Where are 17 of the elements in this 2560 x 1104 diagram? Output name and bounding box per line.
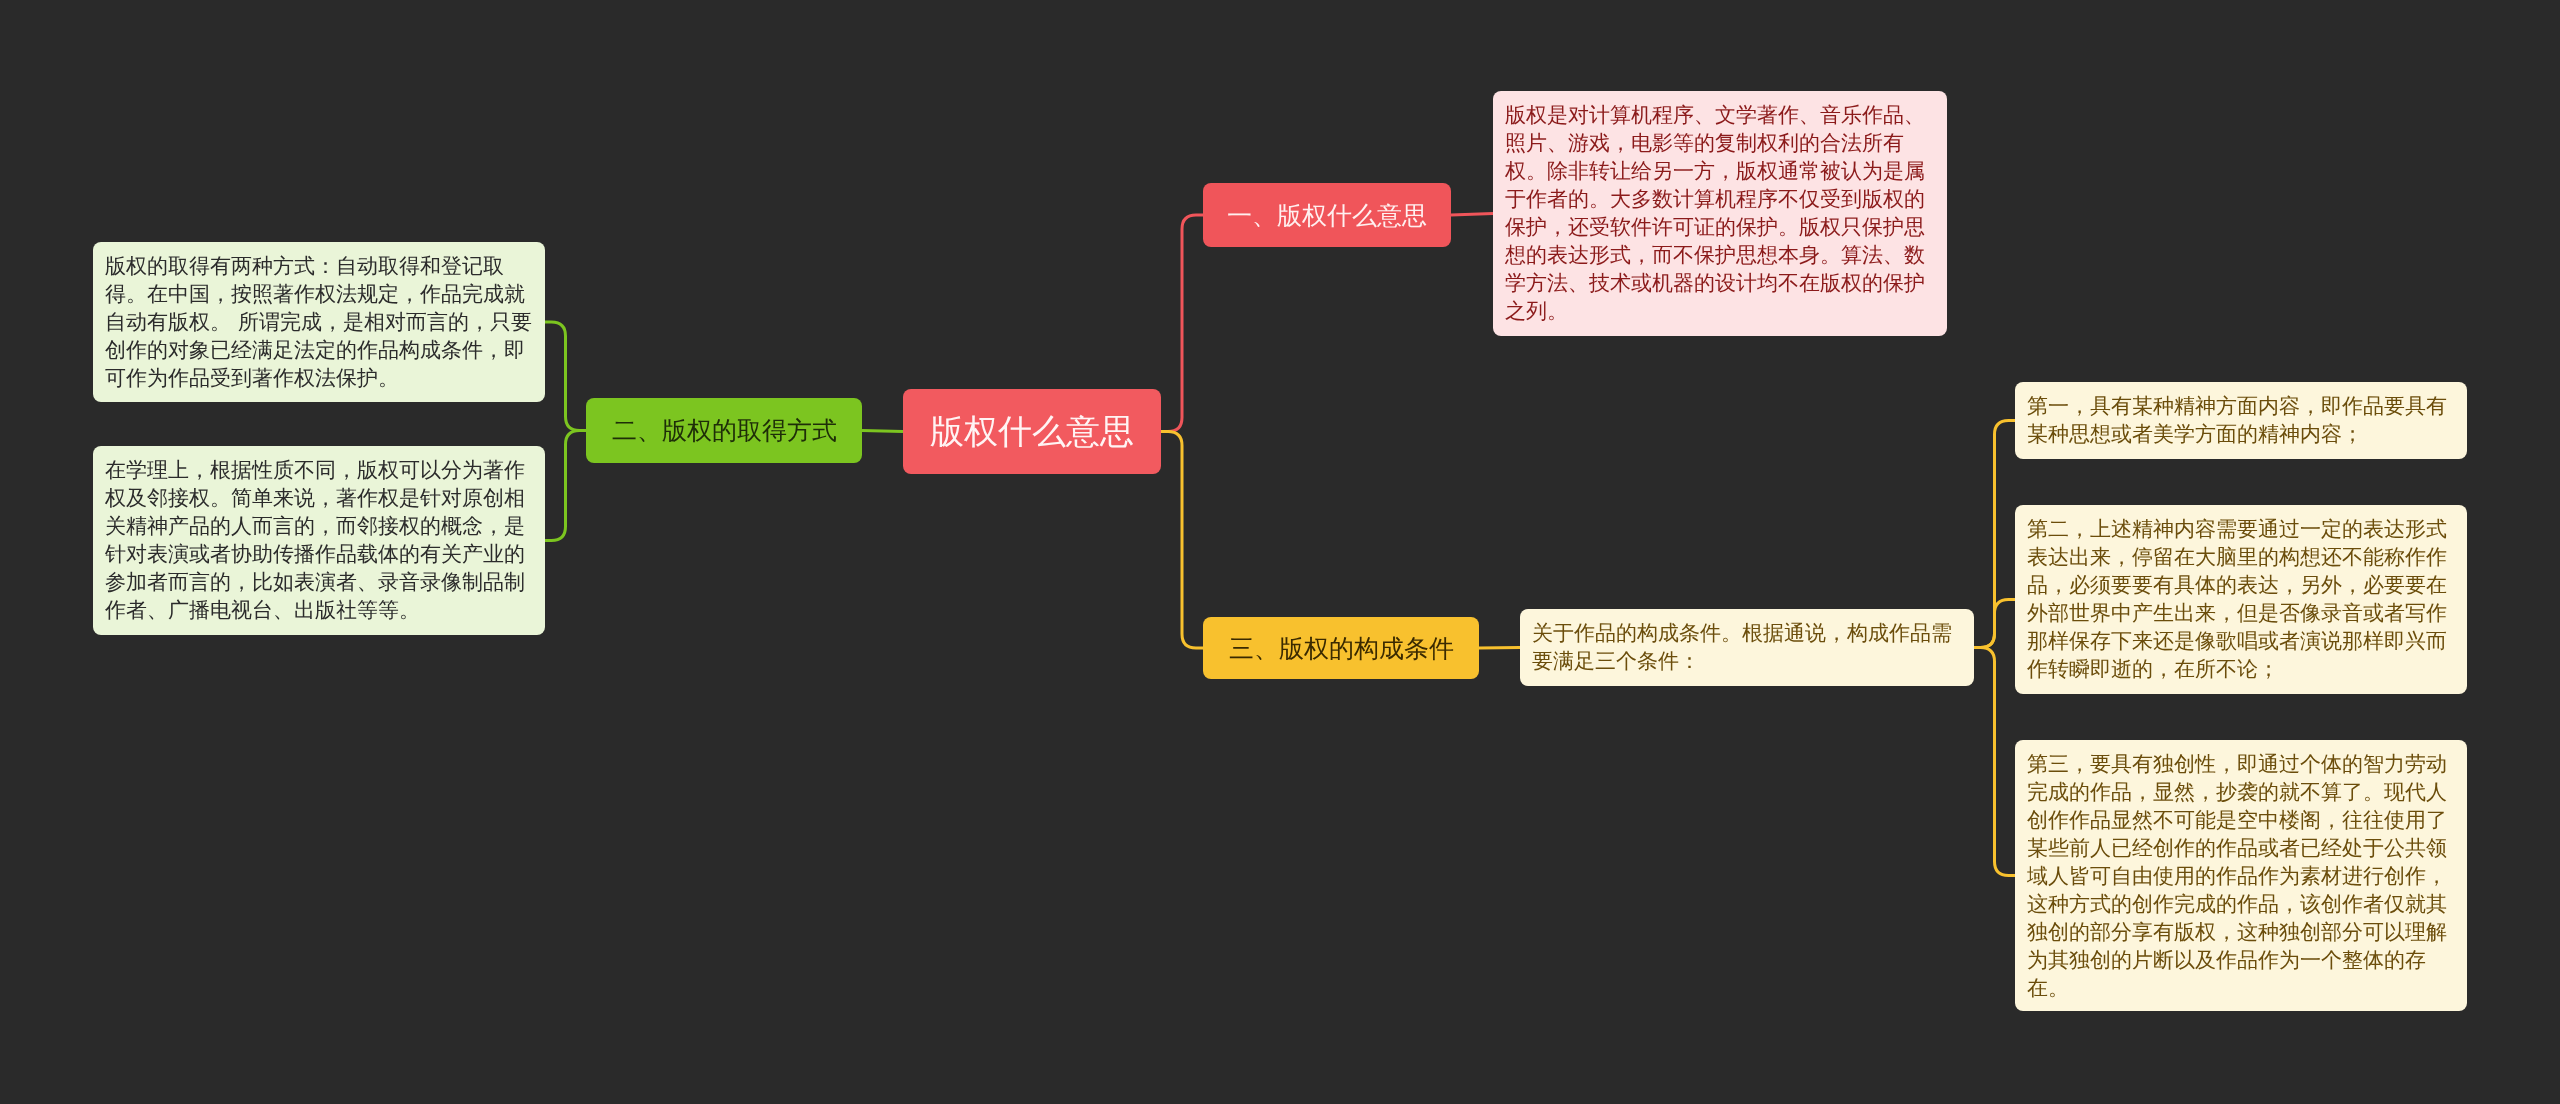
text-box: 第一，具有某种精神方面内容，即作品要具有某种思想或者美学方面的精神内容； bbox=[2015, 382, 2467, 459]
connector-line bbox=[545, 429, 586, 542]
branch-topic: 三、版权的构成条件 bbox=[1203, 617, 1479, 679]
connector-line bbox=[1161, 430, 1203, 650]
text-box: 关于作品的构成条件。根据通说，构成作品需要满足三个条件： bbox=[1520, 609, 1974, 686]
text-box: 版权是对计算机程序、文学著作、音乐作品、照片、游戏，电影等的复制权利的合法所有权。除非转让给另一方，版权通常被认为是属于作者的。大多数计算机程序不仅受到版权的保护，还受软件许可证的保护。版权只保护思想的表达形式，而不保护思想本身。算法、数学方法、技术或机器的设计均不在版权的保护之列。 bbox=[1493, 91, 1947, 336]
branch-topic: 一、版权什么意思 bbox=[1203, 183, 1451, 247]
branch-topic: 二、版权的取得方式 bbox=[586, 398, 862, 463]
central-topic: 版权什么意思 bbox=[903, 389, 1161, 474]
text-box: 版权的取得有两种方式：自动取得和登记取得。在中国，按照著作权法规定，作品完成就自动有版权。 所谓完成，是相对而言的，只要创作的对象已经满足法定的作品构成条件，即可作为作品受到著作权法保护。 bbox=[93, 242, 545, 402]
connector-line bbox=[1478, 646, 1521, 650]
connector-line bbox=[1974, 646, 2015, 877]
text-box: 在学理上，根据性质不同，版权可以分为著作权及邻接权。简单来说，著作权是针对原创相关精神产品的人而言的，而邻接权的概念，是针对表演或者协助传播作品载体的有关产业的参加者而言的，比如表演者、录音录像制品制作者、广播电视台、出版社等等。 bbox=[93, 446, 545, 635]
text-box: 第三，要具有独创性，即通过个体的智力劳动完成的作品，显然，抄袭的就不算了。现代人创作作品显然不可能是空中楼阁，往往使用了某些前人已经创作的作品或者已经处于公共领域人皆可自由使用的作品作为素材进行创作，这种方式的创作完成的作品，该创作者仅就其独创的部分享有版权，这种独创部分可以理解为其独创的片断以及作品作为一个整体的存在。 bbox=[2015, 740, 2467, 1011]
text-box: 第二，上述精神内容需要通过一定的表达形式表达出来，停留在大脑里的构想还不能称作作品，必须要要有具体的表达，另外，必要要在外部世界中产生出来，但是否像录音或者写作那样保存下来还是像歌唱或者演说那样即兴而作转瞬即逝的，在所不论； bbox=[2015, 505, 2467, 694]
connector-line bbox=[1450, 212, 1494, 217]
connector-line bbox=[861, 429, 904, 433]
